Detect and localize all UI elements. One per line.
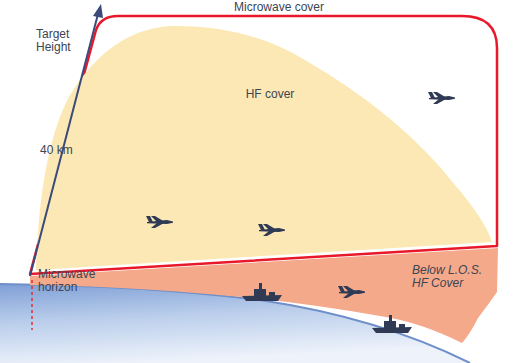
- target-height-arrow: [30, 14, 98, 276]
- below-los-hf-region: Below L.O.S. HF Cover: [22, 240, 506, 363]
- aircraft: [146, 216, 173, 228]
- region-label: HF cover: [230, 88, 310, 101]
- horizon-label: Microwave horizon: [38, 268, 110, 294]
- height-value: 40 km: [40, 144, 90, 157]
- arrow-head: [93, 4, 103, 18]
- aircraft: [428, 92, 455, 104]
- microwave-cover-region-shape: [30, 16, 497, 274]
- below-los-hf-region-shape: [30, 248, 498, 343]
- region-label: Below L.O.S. HF Cover: [412, 264, 496, 290]
- ship: [242, 283, 282, 301]
- microwave-cover-region: Microwave cover HF cover: [12, 0, 504, 282]
- aircraft: [338, 286, 365, 298]
- aircraft: [258, 224, 285, 236]
- horizon-marker: [31, 280, 33, 330]
- axis-label: Target Height: [36, 28, 84, 54]
- region-label: Microwave cover: [214, 1, 344, 14]
- below-los-hf-region-outline: [22, 240, 506, 363]
- ship: [372, 315, 412, 333]
- hf-cover-region-shape: [36, 26, 492, 270]
